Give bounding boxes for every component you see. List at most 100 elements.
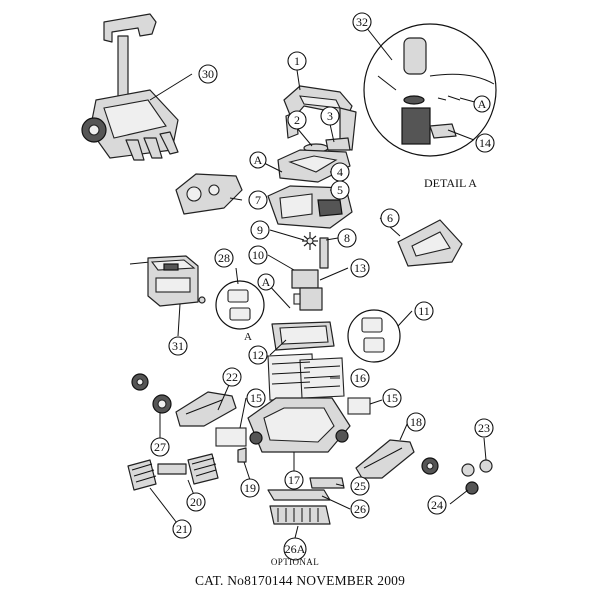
- callout-31: 31: [168, 336, 188, 356]
- track-right-drawing: [355, 439, 415, 479]
- svg-text:23: 23: [478, 421, 490, 435]
- caddy-cart-drawing: [81, 13, 179, 161]
- callout-32: 32: [352, 12, 372, 32]
- svg-text:20: 20: [190, 495, 202, 509]
- svg-text:10: 10: [252, 248, 264, 262]
- filter-door-right-drawing: [347, 397, 371, 415]
- detail-a-title: DETAIL A: [424, 176, 477, 190]
- callout-13: 13: [350, 258, 370, 278]
- svg-text:17: 17: [288, 473, 300, 487]
- plate-drawing: [309, 477, 345, 489]
- callout-8: 8: [337, 228, 357, 248]
- svg-text:11: 11: [418, 304, 430, 318]
- callout-22: 22: [222, 367, 242, 387]
- bottom-base-drawing: [247, 397, 351, 453]
- svg-text:22: 22: [226, 370, 238, 384]
- filter-pads-drawing: [215, 280, 265, 330]
- optional-label: OPTIONAL: [270, 557, 320, 567]
- detail-a-drawing: [363, 23, 497, 157]
- filter-cartridges-drawing: [347, 309, 401, 363]
- svg-text:25: 25: [354, 479, 366, 493]
- callout-15-right: 15: [382, 388, 402, 408]
- svg-text:A: A: [478, 97, 487, 111]
- motor-unit-drawing: [291, 269, 323, 311]
- filter-door-left-drawing: [215, 427, 247, 447]
- brush-assembly-drawing: [127, 453, 219, 491]
- power-supply-drawing: [129, 255, 206, 307]
- callout-27: 27: [150, 437, 170, 457]
- callout-26: 26: [350, 499, 370, 519]
- callout-16: 16: [350, 368, 370, 388]
- clip-drawing: [237, 447, 247, 463]
- svg-text:5: 5: [337, 183, 343, 197]
- svg-text:15: 15: [250, 391, 262, 405]
- impeller-shaft-drawing: [302, 232, 329, 269]
- section-marker-a: A: [244, 331, 252, 343]
- callout-30: 30: [198, 64, 218, 84]
- optional-brush-drawing: [269, 505, 331, 525]
- svg-text:7: 7: [255, 193, 261, 207]
- callout-11: 11: [414, 301, 434, 321]
- callout-17: 17: [284, 470, 304, 490]
- svg-text:2: 2: [294, 113, 300, 127]
- chassis-body-drawing: [271, 321, 335, 351]
- side-cover-right-drawing: [397, 219, 463, 267]
- side-cover-left-drawing: [175, 173, 243, 215]
- callout-26a: 26A: [283, 537, 307, 561]
- body-cover-drawing: [267, 185, 353, 229]
- svg-text:26A: 26A: [285, 542, 306, 556]
- callout-24: 24: [427, 495, 447, 515]
- svg-text:32: 32: [356, 15, 368, 29]
- callout-1: 1: [287, 51, 307, 71]
- svg-text:A: A: [262, 275, 271, 289]
- callout-3: 3: [320, 106, 340, 126]
- svg-text:3: 3: [327, 109, 333, 123]
- callout-20: 20: [186, 492, 206, 512]
- svg-text:28: 28: [218, 251, 230, 265]
- svg-text:21: 21: [176, 522, 188, 536]
- svg-text:13: 13: [354, 261, 366, 275]
- callout-a-middle: A: [257, 273, 275, 291]
- track-left-drawing: [175, 391, 237, 427]
- svg-text:30: 30: [202, 67, 214, 81]
- callout-10: 10: [248, 245, 268, 265]
- catalog-footer: CAT. No8170144 NOVEMBER 2009: [194, 573, 406, 588]
- callout-4: 4: [330, 162, 350, 182]
- svg-text:26: 26: [354, 502, 366, 516]
- svg-text:9: 9: [257, 223, 263, 237]
- callout-a-detail: A: [473, 95, 491, 113]
- callout-15-left: 15: [246, 388, 266, 408]
- svg-text:15: 15: [386, 391, 398, 405]
- svg-text:12: 12: [252, 348, 264, 362]
- callout-6: 6: [380, 208, 400, 228]
- svg-text:18: 18: [410, 415, 422, 429]
- svg-text:6: 6: [387, 211, 393, 225]
- callout-28: 28: [214, 248, 234, 268]
- filter-panels-drawing: [267, 353, 345, 401]
- svg-text:16: 16: [354, 371, 366, 385]
- callout-18: 18: [406, 412, 426, 432]
- callout-21: 21: [172, 519, 192, 539]
- callout-5: 5: [330, 180, 350, 200]
- callout-14: 14: [475, 133, 495, 153]
- svg-text:8: 8: [344, 231, 350, 245]
- wheel-set-left-drawing: [131, 373, 172, 414]
- svg-text:14: 14: [479, 136, 491, 150]
- callout-9: 9: [250, 220, 270, 240]
- svg-text:27: 27: [154, 440, 166, 454]
- svg-text:4: 4: [337, 165, 343, 179]
- callout-19: 19: [240, 478, 260, 498]
- svg-text:19: 19: [244, 481, 256, 495]
- bottom-strip-drawing: [267, 489, 331, 501]
- callout-12: 12: [248, 345, 268, 365]
- callout-a-upper: A: [249, 151, 267, 169]
- svg-text:A: A: [254, 153, 263, 167]
- callout-7: 7: [248, 190, 268, 210]
- callout-25: 25: [350, 476, 370, 496]
- svg-text:24: 24: [431, 498, 443, 512]
- callout-23: 23: [474, 418, 494, 438]
- callout-2: 2: [287, 110, 307, 130]
- svg-text:31: 31: [172, 339, 184, 353]
- svg-text:1: 1: [294, 54, 300, 68]
